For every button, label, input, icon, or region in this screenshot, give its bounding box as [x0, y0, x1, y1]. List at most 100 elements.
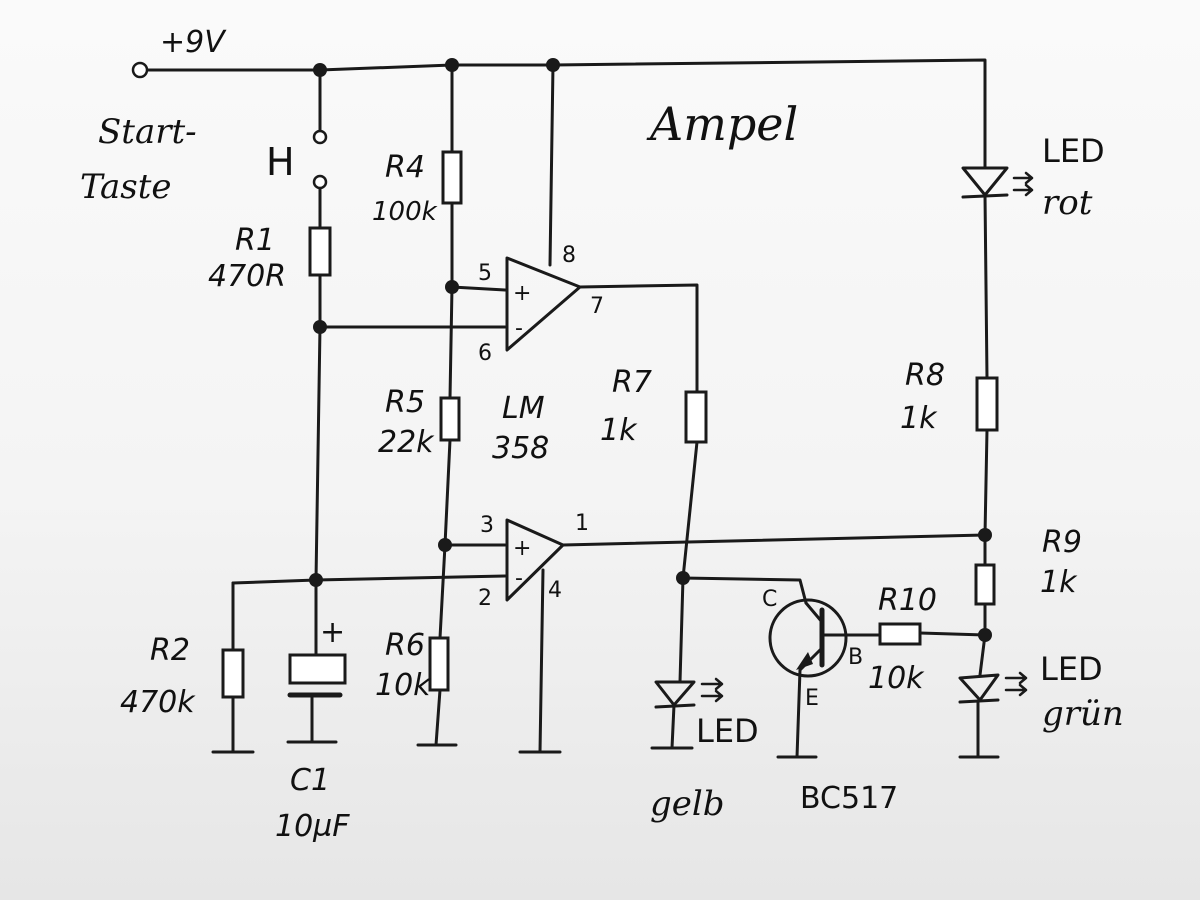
resistor-r8: R8 1k: [900, 358, 999, 436]
led-yellow-triangle: [654, 680, 696, 707]
junction-dot: [445, 280, 459, 294]
c1-positive-plate: [288, 653, 347, 685]
emitter-arrow-icon: [796, 652, 813, 670]
r4-name: R4: [385, 150, 425, 185]
ic-label-line2: 358: [492, 431, 549, 466]
r7-body: [684, 390, 708, 444]
resistor-r5: R5 22k: [378, 385, 461, 460]
junction-dot: [309, 573, 323, 587]
r6-value: 10k: [375, 668, 432, 703]
pin-4-label: 4: [548, 578, 562, 603]
wire-r7-to-yellow: [678, 440, 699, 684]
light-arrow-icon: [1004, 683, 1028, 697]
c1-plus-mark: +: [320, 615, 345, 650]
resistor-r1: R1 470R: [208, 223, 332, 294]
resistor-r2: R2 470k: [120, 633, 245, 720]
opamp-top: + - 5 6 7 8: [478, 243, 604, 366]
r4-value: 100k: [372, 197, 438, 227]
r10-name: R10: [878, 583, 937, 618]
pin-7-label: 7: [590, 294, 604, 319]
junction-dot: [978, 528, 992, 542]
led-red-color: rot: [1042, 183, 1093, 223]
wire-r8-to-node: [983, 428, 989, 537]
r6-name: R6: [385, 628, 425, 663]
r1-name: R1: [235, 223, 275, 258]
resistor-r4: R4 100k: [372, 150, 463, 227]
r6-body: [428, 636, 450, 692]
r5-body: [439, 396, 461, 442]
wire-pin3-to-r6: [438, 543, 447, 640]
r9-body: [974, 563, 996, 606]
transistor-c-label: C: [762, 587, 777, 612]
wire-collector: [681, 576, 808, 605]
supply-rail: [146, 58, 987, 170]
r10-value: 10k: [868, 661, 925, 696]
led-green-label: LED: [1040, 650, 1103, 688]
c1-name: C1: [290, 763, 330, 798]
r10-body: [878, 622, 922, 646]
opamp-top-triangle: [505, 256, 582, 352]
r9-name: R9: [1042, 525, 1082, 560]
r7-name: R7: [612, 365, 652, 400]
junction-dot: [546, 58, 560, 72]
pin-3-label: 3: [480, 513, 494, 538]
wire-pin2: [231, 574, 507, 585]
junction-dot: [313, 320, 327, 334]
wire-pin1-out: [561, 533, 987, 547]
led-green-bar: [958, 698, 1000, 704]
start-switch: H Start- Taste: [80, 112, 328, 207]
resistor-r9: R9 1k: [974, 525, 1082, 606]
transistor-name: BC517: [800, 781, 898, 816]
wire-red-to-r8: [983, 193, 989, 380]
junction-dot: [438, 538, 452, 552]
led-green-color: grün: [1042, 694, 1124, 734]
pin-6-label: 6: [478, 341, 492, 366]
light-arrow-icon: [1012, 171, 1034, 185]
pin-1-label: 1: [575, 511, 589, 536]
opamp-bottom-minus: -: [515, 566, 523, 591]
r8-body: [975, 376, 999, 432]
r8-name: R8: [905, 358, 945, 393]
pin-2-label: 2: [478, 586, 492, 611]
light-arrow-icon: [700, 689, 724, 703]
led-green-triangle: [958, 673, 1000, 702]
wire-pin4-gnd: [538, 568, 545, 754]
switch-contact-icon: [312, 174, 328, 190]
junction-dot: [313, 63, 327, 77]
led-yellow: LED gelb: [650, 677, 759, 824]
wire-pin8: [548, 63, 555, 267]
r5-value: 22k: [378, 425, 435, 460]
r7-value: 1k: [600, 413, 638, 448]
r5-name: R5: [385, 385, 425, 420]
r8-value: 1k: [900, 401, 938, 436]
diagram-title: Ampel: [646, 97, 798, 151]
resistor-r7: R7 1k: [600, 365, 708, 448]
opamp-top-minus: -: [515, 316, 523, 341]
junction-dot: [676, 571, 690, 585]
transistor-e-label: E: [805, 686, 819, 711]
transistor-b-label: B: [848, 645, 863, 670]
led-yellow-bar: [654, 703, 696, 709]
ic-label-line1: LM: [502, 391, 545, 426]
r2-value: 470k: [120, 685, 196, 720]
led-yellow-color: gelb: [650, 784, 725, 824]
capacitor-c1: + C1 10µF: [275, 615, 350, 844]
wire-pin6-node-to-c1: [314, 325, 322, 582]
r1-value: 470R: [208, 259, 286, 294]
opamp-bottom-plus: +: [513, 536, 531, 561]
switch-label-line2: Taste: [80, 167, 172, 207]
transistor-body: [768, 598, 848, 678]
opamp-bottom-triangle: [505, 518, 565, 602]
c1-value: 10µF: [275, 809, 350, 844]
led-green: LED grün: [958, 650, 1124, 734]
junction-dot: [978, 628, 992, 642]
pin-8-label: 8: [562, 243, 576, 268]
transistor-bc517: C B E BC517: [762, 587, 898, 816]
switch-contact-icon: [312, 129, 328, 145]
wire-pin5-to-r5: [448, 285, 454, 400]
led-red-bar: [961, 193, 1009, 199]
r1-body: [308, 226, 332, 277]
switch-label-line1: Start-: [98, 112, 197, 152]
r2-body: [221, 648, 245, 699]
